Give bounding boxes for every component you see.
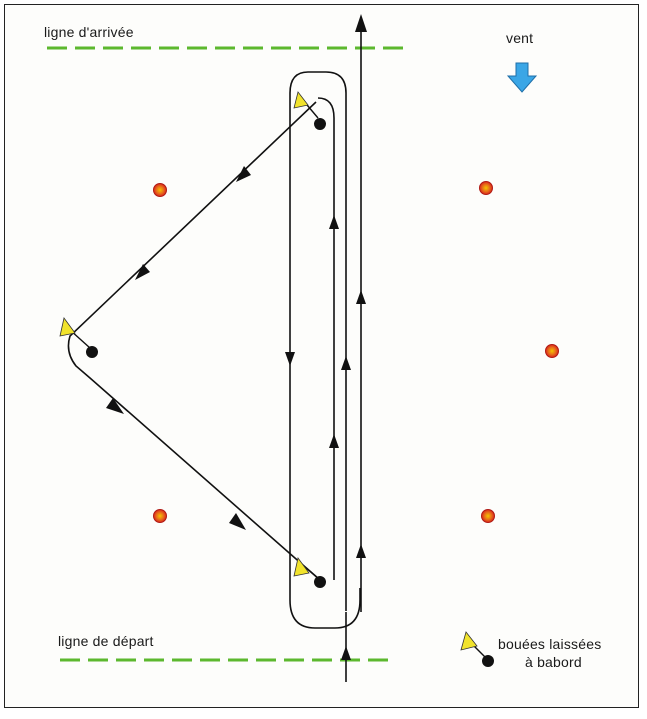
legend-label-line2: à babord bbox=[525, 654, 582, 670]
arrow-diag-1 bbox=[236, 166, 251, 182]
start-line-label: ligne de départ bbox=[58, 633, 154, 649]
legend-symbol bbox=[460, 631, 494, 667]
yellow-flag-icon bbox=[460, 631, 478, 651]
top-buoy-group bbox=[293, 91, 326, 130]
arrow-up-4 bbox=[341, 646, 351, 660]
black-buoy-icon bbox=[482, 655, 494, 667]
left-buoy-group bbox=[59, 317, 98, 358]
red-marker-icon bbox=[479, 181, 493, 195]
legend-label-line1: bouées laissées bbox=[498, 636, 602, 652]
arrow-up-finish bbox=[355, 14, 367, 32]
red-marker-icon bbox=[153, 509, 167, 523]
red-marker-icon bbox=[545, 344, 559, 358]
red-markers bbox=[153, 181, 559, 523]
arrow-diag-2 bbox=[135, 264, 150, 280]
arrow-up-2 bbox=[356, 544, 366, 558]
yellow-flag-icon bbox=[293, 557, 310, 577]
black-buoy-icon bbox=[314, 118, 326, 130]
top-mark-loop bbox=[289, 71, 361, 629]
red-marker-icon bbox=[153, 183, 167, 197]
direction-arrows bbox=[106, 14, 367, 660]
arrow-down-1 bbox=[285, 352, 295, 366]
down-arrow-icon bbox=[506, 62, 538, 93]
yellow-flag-icon bbox=[293, 91, 309, 109]
arrow-up-1 bbox=[356, 290, 366, 304]
arrow-diag-3 bbox=[106, 398, 124, 414]
triangle-track bbox=[67, 101, 321, 581]
bottom-mark-loop bbox=[317, 97, 335, 580]
bottom-buoy-group bbox=[293, 557, 326, 588]
wind-label: vent bbox=[506, 30, 534, 46]
yellow-flag-icon bbox=[59, 317, 76, 337]
red-marker-icon bbox=[481, 509, 495, 523]
arrow-up-5 bbox=[329, 215, 339, 229]
finish-line-label: ligne d'arrivée bbox=[44, 24, 134, 40]
arrow-diag-4 bbox=[229, 513, 246, 530]
black-buoy-icon bbox=[86, 346, 98, 358]
arrow-up-6 bbox=[329, 434, 339, 448]
arrow-up-3 bbox=[341, 356, 351, 370]
black-buoy-icon bbox=[314, 576, 326, 588]
